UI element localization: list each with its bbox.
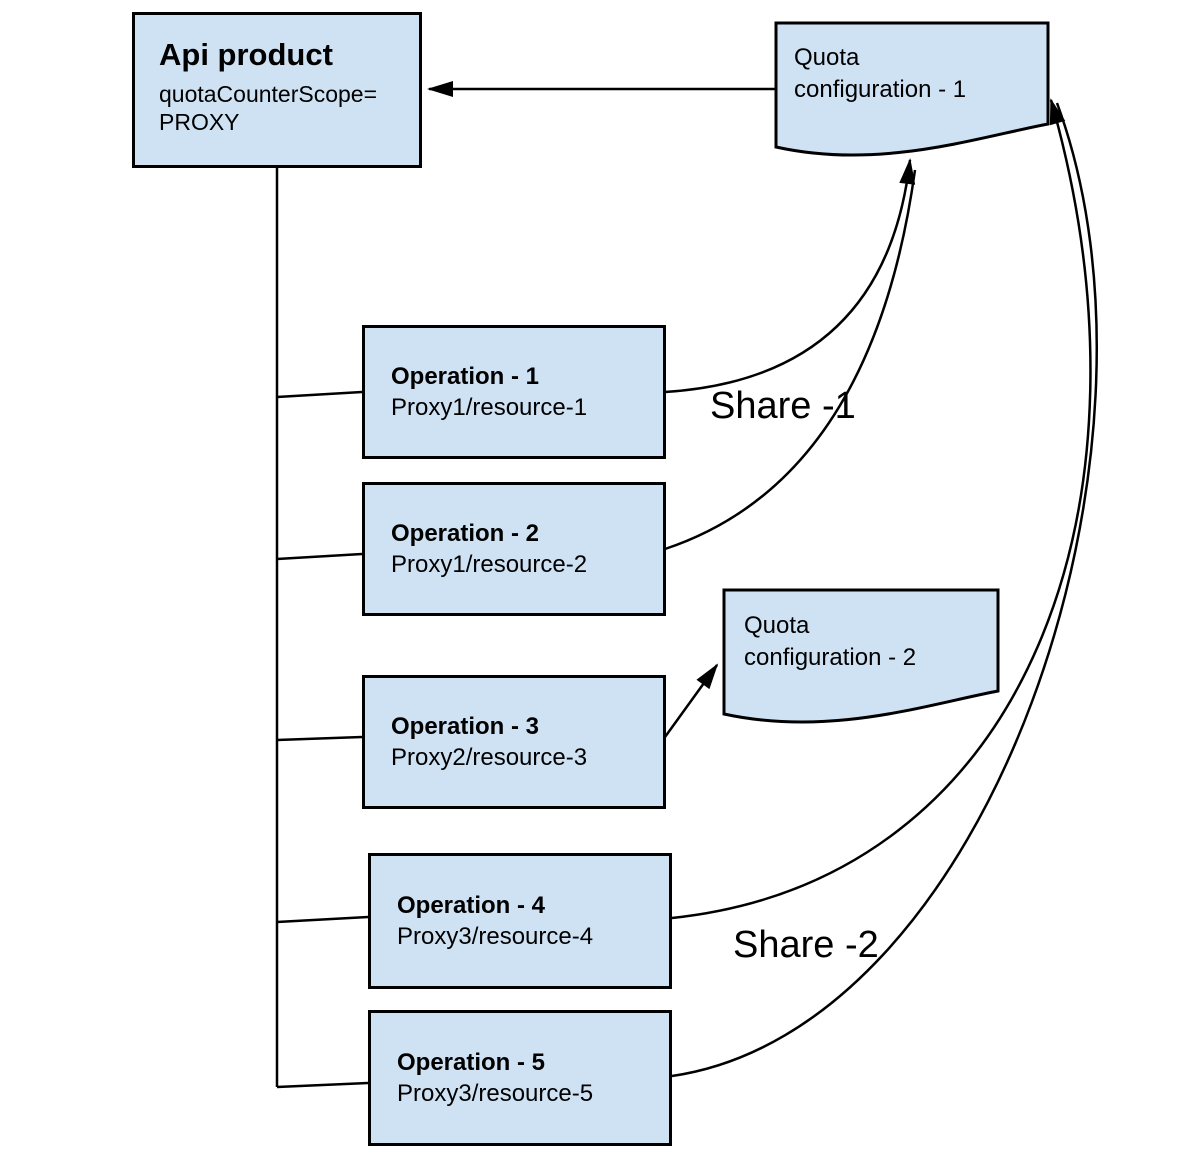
edge-operation-5-to-quota1 bbox=[671, 102, 1098, 1078]
quota-config-1-shape bbox=[774, 21, 1050, 157]
api-product-attribute-line-2: PROXY bbox=[159, 109, 240, 136]
quota-config-2-line-2: configuration - 2 bbox=[744, 644, 917, 672]
operation-3-node: Operation - 3 Proxy2/resource-3 bbox=[362, 675, 666, 809]
operation-3-path: Proxy2/resource-3 bbox=[391, 743, 588, 771]
operation-2-title: Operation - 2 bbox=[391, 519, 540, 547]
api-product-node: Api product quotaCounterScope= PROXY bbox=[132, 12, 422, 168]
edge-operation-4-to-quota1 bbox=[671, 98, 1092, 920]
api-product-attribute-line-1: quotaCounterScope= bbox=[159, 81, 378, 107]
edge-operation-2-to-quota1 bbox=[664, 169, 917, 551]
operation-4-title: Operation - 4 bbox=[397, 891, 546, 919]
operation-5-path: Proxy3/resource-5 bbox=[397, 1079, 594, 1107]
api-product-title: Api product bbox=[159, 37, 333, 72]
quota-config-2-label: Quota configuration - 2 bbox=[744, 610, 916, 675]
operation-5-title: Operation - 5 bbox=[397, 1048, 546, 1076]
quota-config-1-line-1: Quota bbox=[794, 44, 860, 71]
edge-label-share-1: Share -1 bbox=[710, 385, 856, 427]
edge-branch-operation-3 bbox=[276, 735, 363, 742]
quota-config-1-line-2: configuration - 1 bbox=[794, 76, 967, 104]
edge-branch-operation-5 bbox=[276, 1081, 369, 1089]
quota-config-2-shape bbox=[722, 588, 1000, 724]
edge-branch-operation-4 bbox=[276, 915, 369, 924]
quota-config-1-label: Quota configuration - 1 bbox=[794, 42, 966, 107]
edge-branch-operation-1 bbox=[276, 390, 363, 399]
operation-1-node: Operation - 1 Proxy1/resource-1 bbox=[362, 325, 666, 459]
edge-operation-3-to-quota2 bbox=[663, 663, 719, 738]
edge-label-share-2: Share -2 bbox=[733, 924, 879, 966]
quota-config-2-line-1: Quota bbox=[744, 612, 810, 639]
operation-1-title: Operation - 1 bbox=[391, 362, 540, 390]
operation-4-node: Operation - 4 Proxy3/resource-4 bbox=[368, 853, 672, 989]
operation-3-title: Operation - 3 bbox=[391, 712, 540, 740]
operation-2-node: Operation - 2 Proxy1/resource-2 bbox=[362, 482, 666, 616]
edge-operation-1-to-quota1 bbox=[664, 158, 916, 394]
operation-4-path: Proxy3/resource-4 bbox=[397, 922, 594, 950]
edge-branch-operation-2 bbox=[276, 552, 363, 561]
operation-5-node: Operation - 5 Proxy3/resource-5 bbox=[368, 1010, 672, 1146]
operation-1-path: Proxy1/resource-1 bbox=[391, 393, 588, 421]
operation-2-path: Proxy1/resource-2 bbox=[391, 550, 588, 578]
